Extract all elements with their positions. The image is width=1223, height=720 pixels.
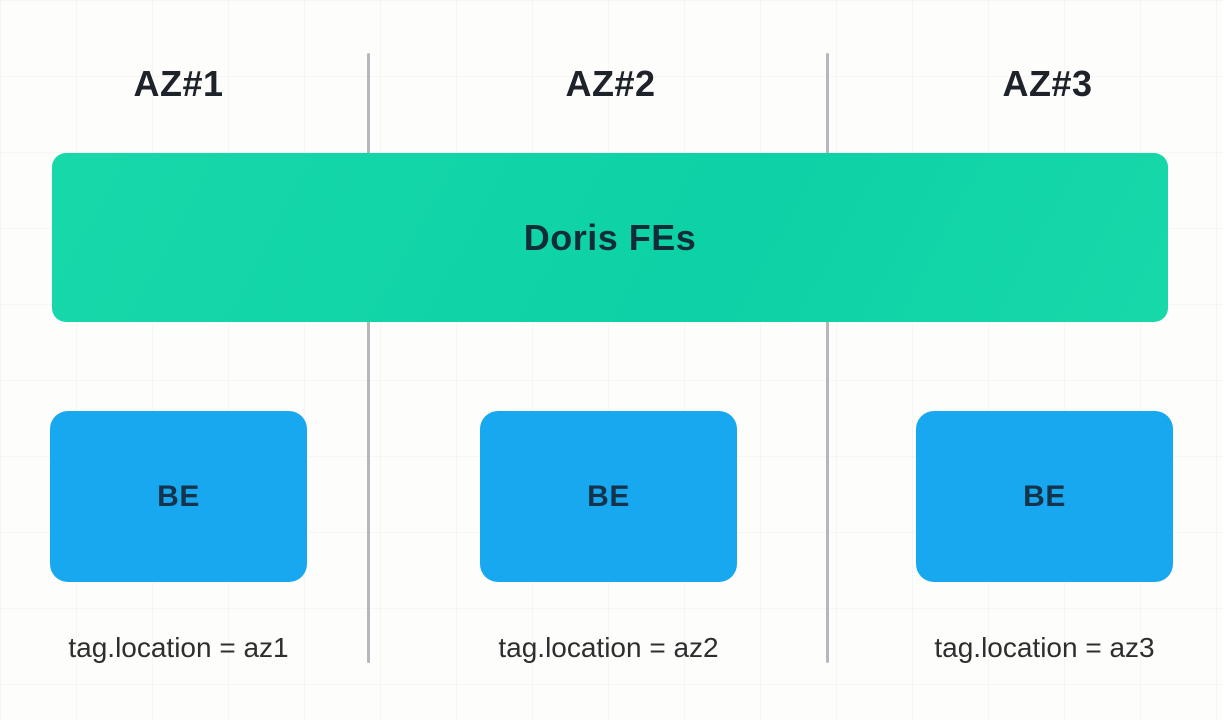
be-label-az3: BE <box>1023 479 1066 513</box>
az1-column-header: AZ#1 <box>133 63 224 104</box>
tag-location-az1: tag.location = az1 <box>68 632 289 663</box>
be-box-az3: BE <box>916 411 1173 582</box>
be-box-az2: BE <box>480 411 737 582</box>
be-label-az2: BE <box>587 479 630 513</box>
az3-column-header: AZ#3 <box>1002 63 1093 104</box>
column-divider-1 <box>367 53 370 663</box>
column-divider-2 <box>826 53 829 663</box>
az2-column-header: AZ#2 <box>565 63 656 104</box>
tag-location-az3: tag.location = az3 <box>934 632 1155 663</box>
tag-location-az2: tag.location = az2 <box>498 632 719 663</box>
doris-fes-label: Doris FEs <box>523 216 697 258</box>
be-label-az1: BE <box>157 479 200 513</box>
doris-fes-box: Doris FEs <box>52 153 1168 322</box>
be-box-az1: BE <box>50 411 307 582</box>
